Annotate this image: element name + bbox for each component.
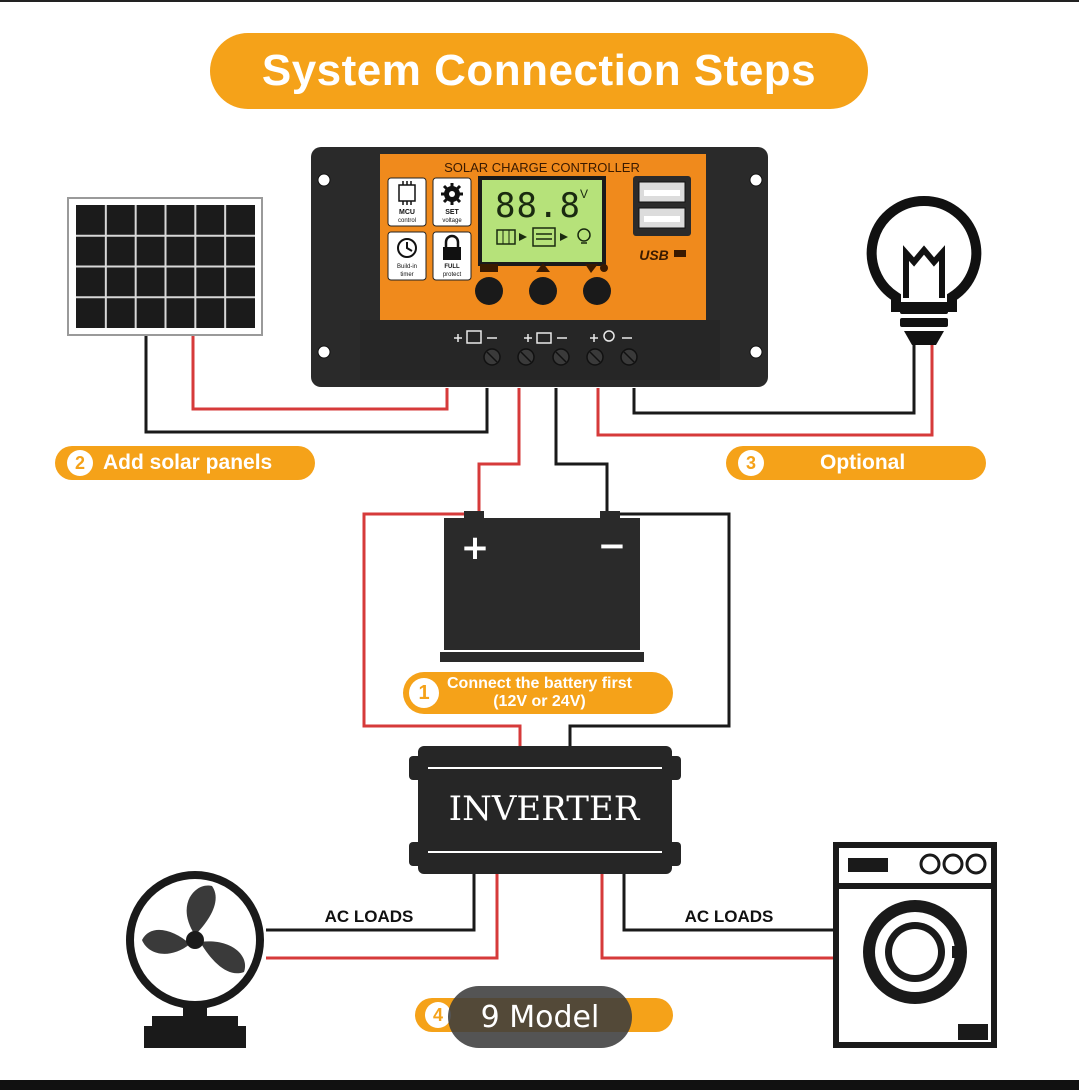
lock-icon (443, 234, 461, 260)
wire-battery-negative (554, 388, 609, 516)
charge-controller: MCU control SET voltage Build-in timer F… (311, 147, 768, 387)
model-badge[interactable]: 9 Model (448, 986, 632, 1048)
battery-plus: + (461, 528, 490, 568)
top-border (0, 0, 1079, 2)
wire-washer-black (622, 873, 836, 932)
step-1-line1: Connect the battery first (447, 675, 632, 692)
feature-set-line1: SET (445, 209, 459, 216)
step-4-number: 4 (425, 1002, 451, 1028)
chip-icon (398, 181, 416, 205)
clock-icon (397, 238, 417, 258)
controller-header: SOLAR CHARGE CONTROLLER (444, 160, 640, 175)
feature-timer-line1: Build-in (397, 264, 417, 270)
page-title: System Connection Steps (210, 33, 868, 109)
battery-icon (440, 511, 644, 662)
terminals (483, 348, 638, 366)
inverter-label: INVERTER (449, 789, 641, 829)
feature-protect-line2: protect (443, 272, 462, 278)
wire-battery-positive (477, 388, 521, 516)
wire-inverter-negative (568, 512, 731, 748)
step-1-pill: 1 Connect the battery first (12V or 24V) (403, 672, 673, 714)
gear-icon (441, 183, 463, 205)
ac-loads-right-label: AC LOADS (685, 907, 774, 926)
step-1-number: 1 (409, 678, 439, 708)
lcd-flow-icon (496, 227, 591, 247)
step-2-label: Add solar panels (103, 451, 273, 474)
lcd-unit: V (580, 187, 588, 201)
feature-protect-line1: FULL (444, 264, 460, 270)
inverter-icon (409, 746, 681, 874)
step-3-number: 3 (738, 450, 764, 476)
step-3-label: Optional (820, 451, 906, 474)
feature-mcu-line1: MCU (399, 209, 415, 216)
terminal-labels (454, 330, 632, 344)
wire-inverter-positive (362, 512, 522, 748)
ac-loads-left-label: AC LOADS (325, 907, 414, 926)
wire-washer-red (600, 873, 836, 960)
usb-label: USB (639, 247, 669, 263)
step-2-pill: 2 Add solar panels (55, 446, 315, 480)
wire-load-negative (632, 345, 916, 415)
lcd-readout: 88.8 (495, 186, 581, 226)
wires (144, 333, 934, 960)
wire-solar-positive (191, 333, 449, 411)
wire-fan-black (266, 873, 476, 932)
fan-icon (126, 871, 264, 1048)
step-1-line2: (12V or 24V) (493, 693, 586, 710)
bottom-border (0, 1080, 1079, 1090)
wire-solar-negative (144, 333, 489, 434)
step-2-number: 2 (67, 450, 93, 476)
controller-button-up (529, 277, 557, 305)
wire-load-positive (596, 345, 934, 437)
controller-button-menu (475, 277, 503, 305)
feature-mcu-line2: control (398, 218, 416, 224)
wire-fan-red (266, 873, 499, 960)
washing-machine-icon (833, 842, 997, 1048)
step-1-text: Connect the battery first (12V or 24V) (447, 675, 632, 711)
battery-minus: − (598, 526, 627, 566)
step-3-pill: 3 Optional (726, 446, 986, 480)
feature-set-line2: voltage (442, 218, 462, 224)
solar-panel-icon (67, 197, 263, 336)
light-bulb-icon (866, 195, 982, 345)
feature-timer-line2: timer (400, 272, 413, 278)
controller-button-down (583, 277, 611, 305)
